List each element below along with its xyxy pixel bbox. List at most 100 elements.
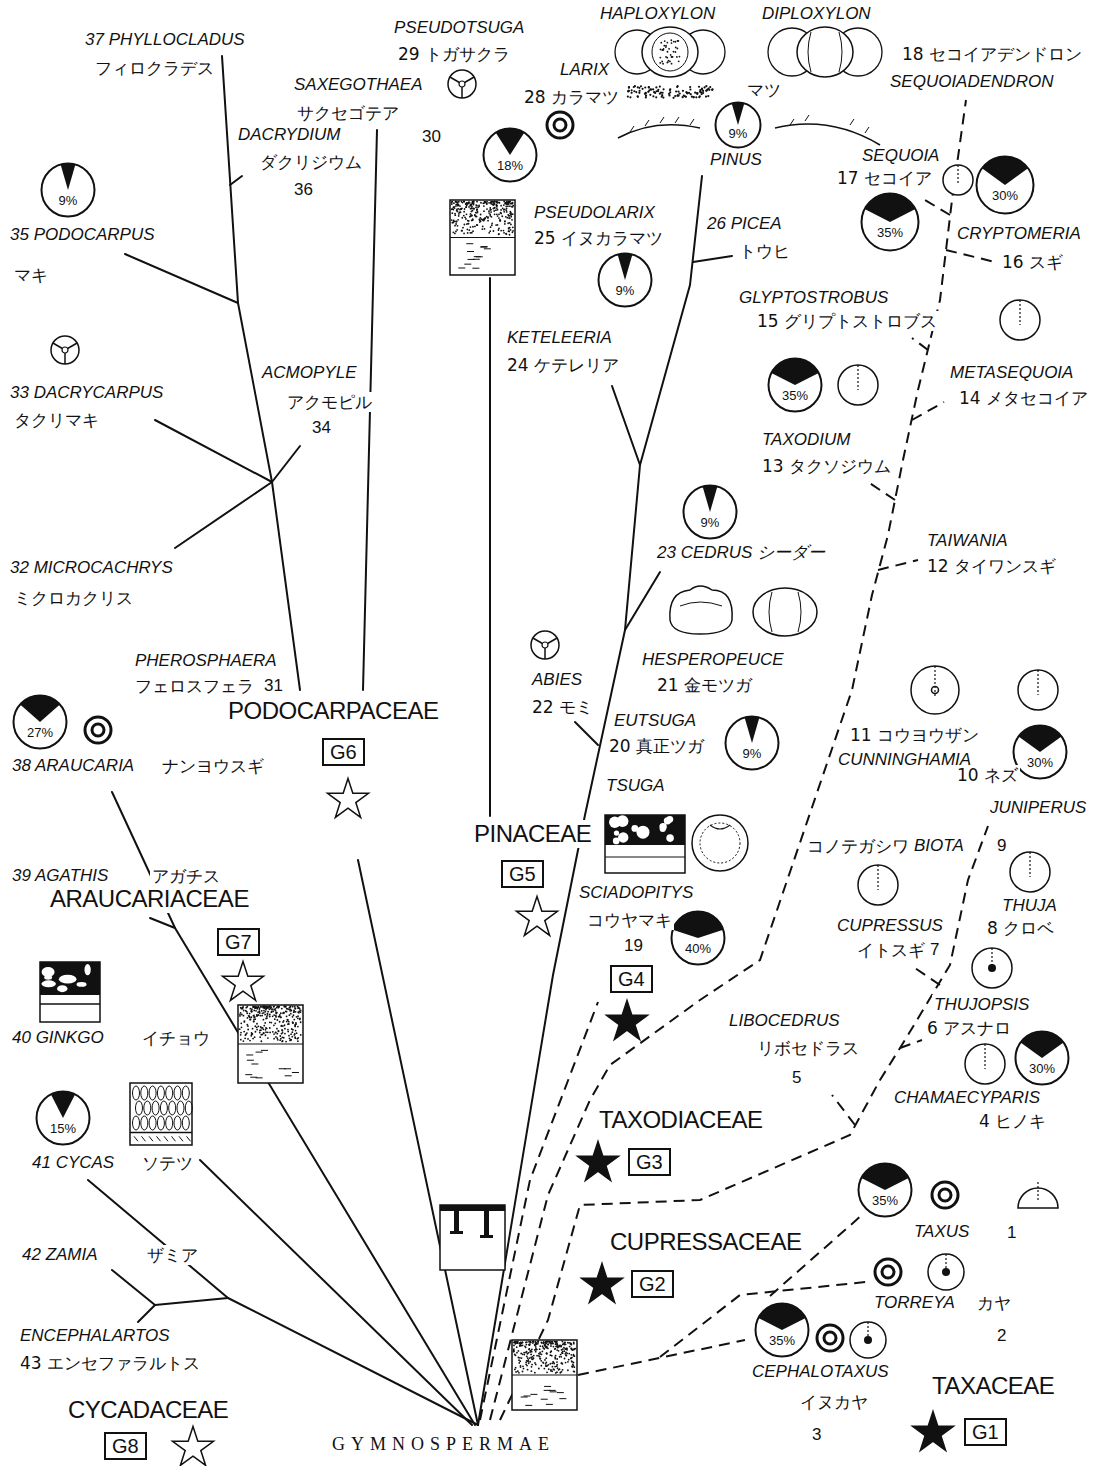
wall-section bbox=[497, 215, 499, 217]
wall-section bbox=[288, 1007, 290, 1009]
genus-name: 39 AGATHIS bbox=[10, 866, 110, 886]
wall-section bbox=[238, 1005, 303, 1083]
callout-number: 1 bbox=[1005, 1223, 1018, 1243]
genus-name: CUPRESSUS bbox=[835, 916, 945, 936]
wall-section bbox=[550, 1351, 552, 1353]
wall-section bbox=[458, 201, 460, 203]
wall-section bbox=[506, 211, 508, 213]
pie-outline bbox=[860, 192, 920, 252]
node-text: 9% bbox=[724, 746, 780, 762]
pollen-ratio-circle: 35% bbox=[754, 1302, 810, 1358]
wall-section bbox=[256, 1029, 258, 1031]
wall-section bbox=[286, 1019, 288, 1021]
wall-section bbox=[247, 1060, 254, 1061]
wall-section bbox=[275, 1032, 277, 1034]
wall-section bbox=[495, 203, 497, 205]
wall-section bbox=[475, 216, 477, 218]
wall-section bbox=[249, 1013, 251, 1015]
pollen-icon bbox=[965, 1044, 1005, 1084]
node-text: G6 bbox=[330, 740, 357, 764]
exine-band bbox=[677, 94, 679, 96]
wall-section bbox=[491, 224, 493, 226]
node-text: 15% bbox=[35, 1121, 91, 1137]
wall-section bbox=[254, 1036, 256, 1038]
label-text: 19 bbox=[624, 936, 643, 955]
wall-section bbox=[246, 1054, 253, 1055]
wall-section bbox=[152, 1101, 159, 1115]
wall-section bbox=[535, 1364, 537, 1366]
trilete-pollen bbox=[542, 642, 548, 648]
wall-section bbox=[40, 962, 100, 995]
wall-section bbox=[294, 1025, 296, 1027]
wall-section bbox=[517, 1370, 519, 1372]
wall-section bbox=[466, 204, 468, 206]
label-text: BIOTA bbox=[914, 836, 964, 855]
label-text: タクリマキ bbox=[14, 410, 99, 430]
pollen-grain bbox=[710, 825, 730, 829]
wall-section bbox=[466, 243, 473, 244]
label-text: 17 セコイア bbox=[837, 168, 932, 188]
wall-section bbox=[260, 1026, 262, 1028]
wall-section bbox=[571, 1349, 573, 1351]
pie-outline bbox=[670, 910, 726, 966]
wall-section bbox=[480, 202, 482, 204]
pine-pollen bbox=[666, 57, 668, 59]
pie-wedge bbox=[982, 156, 1028, 185]
wall-section bbox=[605, 815, 685, 873]
tree-branch bbox=[88, 56, 732, 1425]
wall-section bbox=[455, 205, 457, 207]
label-text: 20 真正ツガ bbox=[609, 736, 704, 756]
wall-section bbox=[259, 1036, 261, 1038]
wall-section bbox=[298, 1012, 300, 1014]
wall-section bbox=[561, 1363, 563, 1365]
pie-wedge bbox=[618, 253, 633, 280]
wall-section bbox=[498, 233, 500, 235]
wall-section bbox=[556, 1341, 558, 1343]
wall-section bbox=[278, 1006, 280, 1008]
trilete-pollen bbox=[448, 70, 476, 98]
wall-section bbox=[275, 1010, 277, 1012]
pollen-ratio-circle: 9% bbox=[40, 162, 96, 218]
hesperopeuce-pollen bbox=[769, 592, 801, 632]
wall-section bbox=[564, 1358, 566, 1360]
label-text: ARAUCARIACEAE bbox=[50, 885, 249, 912]
label-text: ミクロカクリス bbox=[14, 588, 133, 608]
wall-section bbox=[479, 217, 481, 219]
wall-section bbox=[456, 201, 458, 203]
wall-section bbox=[242, 1040, 244, 1042]
black-star bbox=[913, 1411, 954, 1450]
wall-section bbox=[516, 1352, 518, 1354]
label-text: 14 メタセコイア bbox=[959, 388, 1088, 408]
wall-section bbox=[290, 1039, 292, 1041]
wall-section bbox=[550, 1391, 557, 1392]
wall-section bbox=[290, 1033, 292, 1035]
wall-section bbox=[533, 1341, 535, 1343]
pollen-ratio-circle: 9% bbox=[714, 101, 762, 149]
genus-name: HESPEROPEUCE bbox=[640, 650, 786, 670]
japanese-name: 8 クロベ bbox=[985, 918, 1056, 938]
pine-pollen bbox=[671, 42, 673, 44]
wall-section bbox=[572, 1349, 574, 1351]
pine-pollen bbox=[673, 41, 675, 43]
exine-band bbox=[639, 90, 641, 92]
wall-section bbox=[283, 1037, 285, 1039]
wall-section bbox=[292, 1029, 294, 1031]
label-text: 22 モミ bbox=[532, 697, 593, 717]
wall-section bbox=[468, 206, 470, 208]
exine-band bbox=[631, 89, 633, 91]
wall-section bbox=[521, 1345, 523, 1347]
exine-band bbox=[629, 96, 631, 98]
callout-number: 2 bbox=[995, 1326, 1008, 1346]
pine-pollen bbox=[667, 51, 669, 53]
wall-section bbox=[500, 205, 502, 207]
wall-section bbox=[273, 1014, 275, 1016]
label-text: 28 カラマツ bbox=[524, 87, 619, 107]
wall-section bbox=[287, 1031, 289, 1033]
wall-section bbox=[528, 1341, 530, 1343]
wall-section bbox=[295, 1011, 297, 1013]
pollen-ratio-circle: 30% bbox=[975, 155, 1035, 215]
wall-section bbox=[522, 1353, 524, 1355]
japanese-name: 13 タクソジウム bbox=[760, 456, 893, 476]
pollen-ratio-circle: 30% bbox=[1012, 724, 1068, 780]
wall-section bbox=[480, 247, 487, 248]
